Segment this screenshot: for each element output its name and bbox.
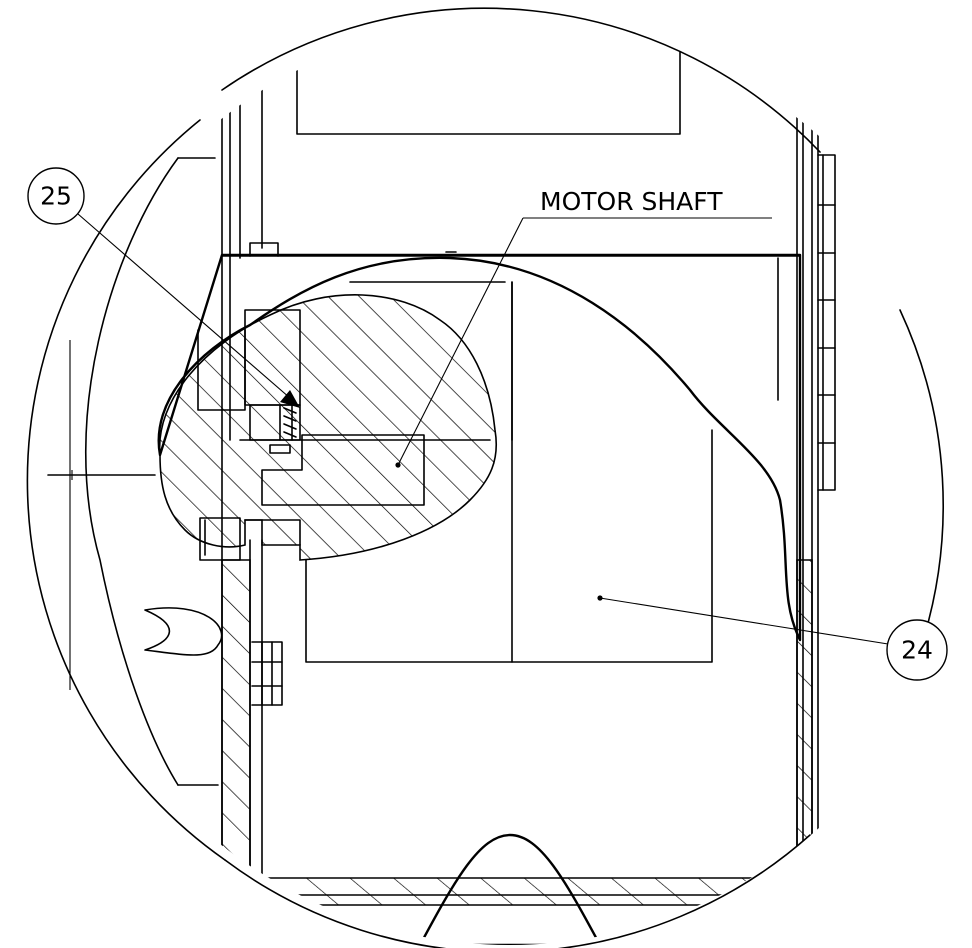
top-block xyxy=(296,19,681,135)
detail-boundary-circle xyxy=(26,7,944,948)
callout-25-balloon xyxy=(27,167,85,225)
breakout-section xyxy=(157,253,802,642)
callout-24: 24 xyxy=(597,595,948,681)
bottom-section xyxy=(221,833,801,945)
left-cover-outline xyxy=(47,157,219,786)
left-wall-section xyxy=(221,539,263,945)
retaining-clip xyxy=(144,607,223,656)
callout-24-number: 24 xyxy=(901,636,933,665)
right-bolt-stack xyxy=(817,154,836,491)
motor-shaft-label: MOTOR SHAFT xyxy=(540,187,723,216)
motor-shaft-callout: MOTOR SHAFT xyxy=(395,187,772,468)
callout-25: 25 xyxy=(27,167,300,408)
callout-24-balloon xyxy=(886,619,948,681)
hex-nut xyxy=(251,641,283,706)
callout-25-number: 25 xyxy=(40,182,72,211)
arrowhead-icon xyxy=(280,390,300,408)
